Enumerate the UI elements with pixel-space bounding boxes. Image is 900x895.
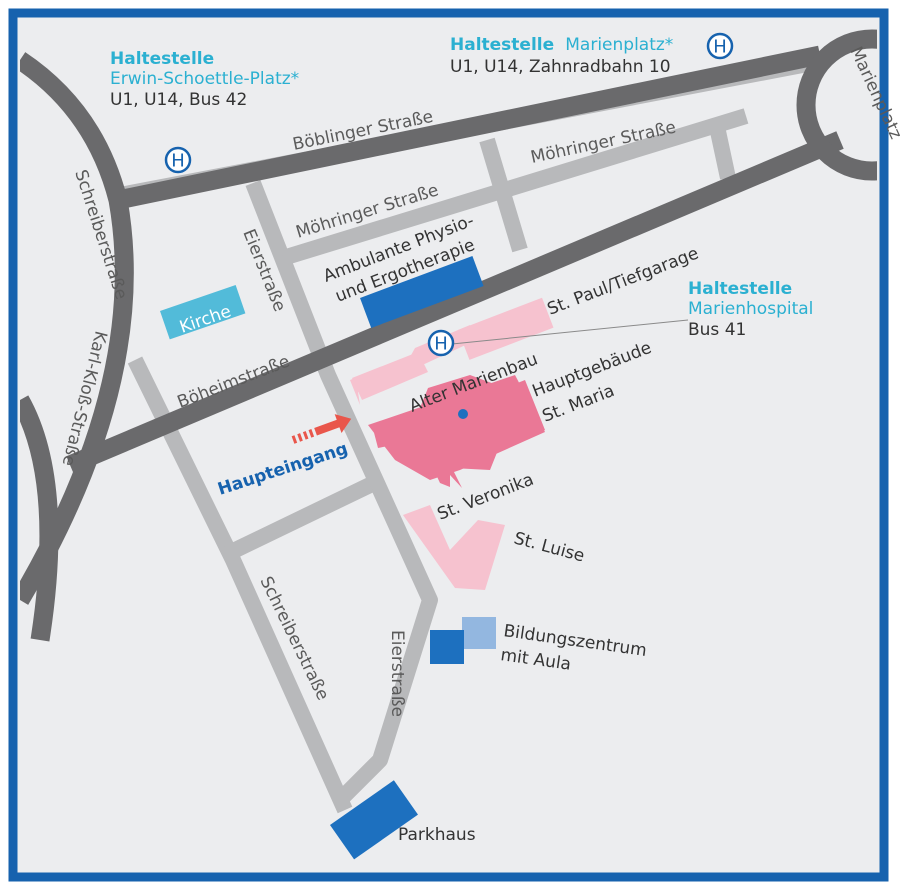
road-karl-kloss bbox=[20, 395, 59, 642]
stop-marienplatz-title: Haltestelle Marienplatz* bbox=[450, 35, 673, 55]
building-bildungszentrum bbox=[430, 630, 464, 664]
road-moehringer-east bbox=[708, 120, 736, 180]
building-ambulante bbox=[360, 255, 484, 328]
street-label-eierstrasse-lower: Eierstraße bbox=[387, 630, 407, 717]
label-parkhaus: Parkhaus bbox=[398, 825, 476, 845]
road-moehringer-connector bbox=[479, 137, 528, 253]
building-hauptgebaeude-body bbox=[368, 375, 545, 480]
building-parkhaus bbox=[330, 780, 418, 860]
stop-marienhospital-heading: Haltestelle bbox=[688, 279, 792, 299]
building-st-paul bbox=[458, 297, 554, 360]
stop-erwin-name: Erwin-Schoettle-Platz* bbox=[110, 69, 299, 89]
stop-leader-line bbox=[451, 319, 689, 345]
building-alter-marienbau-2 bbox=[352, 352, 428, 400]
marienplatz-circle bbox=[796, 29, 877, 181]
entrance-arrow-icon bbox=[291, 414, 352, 444]
bus-stop-icon[interactable]: H bbox=[164, 146, 192, 174]
svg-text:H: H bbox=[171, 151, 185, 172]
bus-stop-icon[interactable]: H bbox=[706, 32, 734, 60]
road-schreiberstrasse-main bbox=[20, 52, 134, 605]
building-kirche bbox=[160, 284, 246, 340]
svg-text:H: H bbox=[713, 37, 727, 58]
road-cross-street bbox=[221, 477, 374, 563]
bus-stop-icon[interactable]: H bbox=[427, 329, 455, 357]
building-bildungszentrum-aula bbox=[462, 617, 496, 649]
building-st-veronika-luise bbox=[403, 505, 505, 590]
road-boeblinger-strasse bbox=[116, 45, 822, 210]
stop-marienplatz-lines: U1, U14, Zahnradbahn 10 bbox=[450, 57, 671, 77]
stop-marienhospital-name: Marienhospital bbox=[688, 299, 813, 319]
road-main-diagonal bbox=[66, 131, 844, 474]
main-roads bbox=[20, 29, 877, 642]
road-eierstrasse bbox=[245, 180, 438, 806]
stop-marienhospital-lines: Bus 41 bbox=[688, 320, 746, 340]
road-moehringer-lower bbox=[280, 108, 749, 266]
main-building-marker bbox=[458, 409, 468, 419]
stop-erwin-lines: U1, U14, Bus 42 bbox=[110, 90, 247, 110]
svg-text:H: H bbox=[434, 334, 448, 355]
stop-erwin-heading: Haltestelle bbox=[110, 49, 214, 69]
